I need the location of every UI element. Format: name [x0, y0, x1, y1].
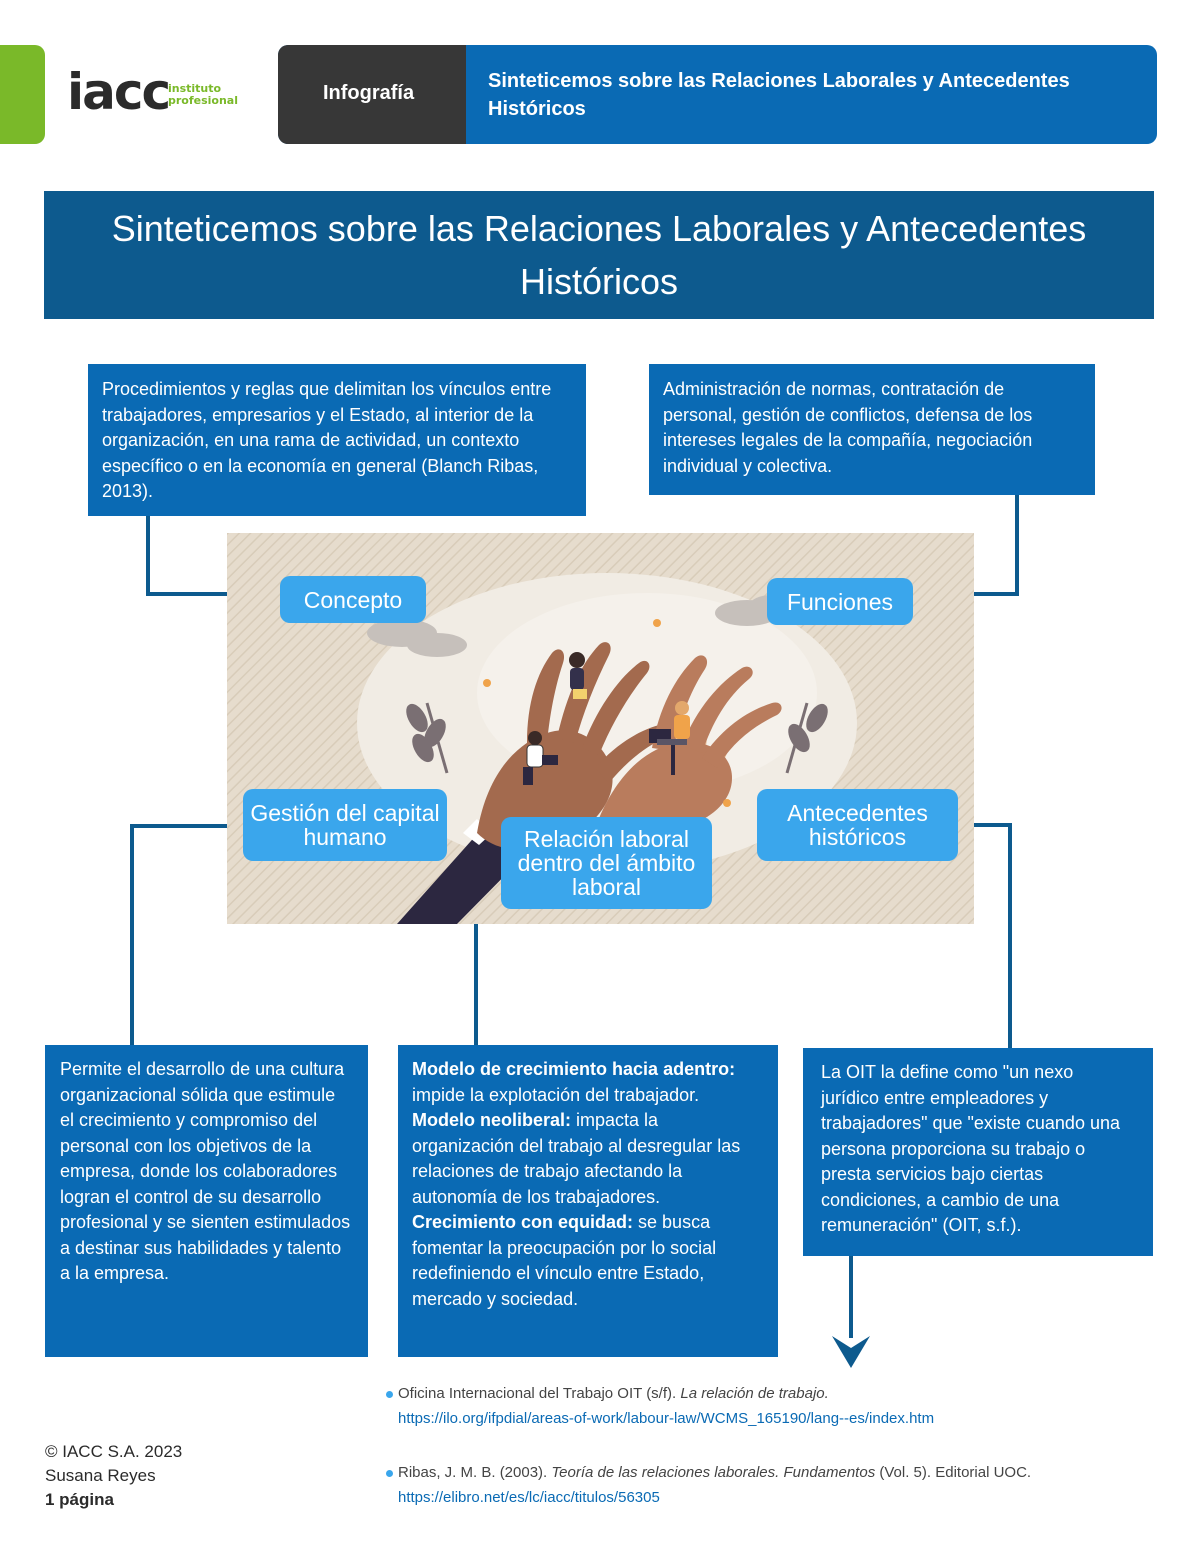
- page-title: Sinteticemos sobre las Relaciones Labora…: [44, 191, 1154, 319]
- arrow-down-icon: [832, 1336, 870, 1368]
- model-title-1: Modelo de crecimiento hacia adentro:: [412, 1059, 736, 1079]
- brand-accent-tab: [0, 45, 45, 144]
- relacion-description: Modelo de crecimiento hacia adentro: imp…: [398, 1045, 778, 1357]
- category-tab: [278, 45, 466, 144]
- label-concepto: Concepto: [280, 576, 426, 623]
- model-title-2: Modelo neoliberal:: [412, 1110, 572, 1130]
- label-funciones: Funciones: [767, 578, 913, 625]
- arrow-stem: [849, 1256, 853, 1338]
- header-banner: Infografía Sinteticemos sobre las Relaci…: [278, 45, 1157, 144]
- model-title-3: Crecimiento con equidad:: [412, 1212, 634, 1232]
- connector-gestion: [130, 824, 245, 828]
- label-relacion-laboral: Relación laboral dentro del ámbito labor…: [501, 817, 712, 909]
- gestion-description: Permite el desarrollo de una cultura org…: [45, 1045, 368, 1357]
- reference-link-2[interactable]: https://elibro.net/es/lc/iacc/titulos/56…: [398, 1489, 660, 1506]
- label-antecedentes-historicos: Antecedentes históricos: [757, 789, 958, 861]
- label-gestion-capital-humano: Gestión del capital humano: [243, 789, 447, 861]
- header-title: Sinteticemos sobre las Relaciones Labora…: [488, 70, 1070, 120]
- bullet-icon: [386, 1390, 393, 1398]
- concepto-description: Procedimientos y reglas que delimitan lo…: [88, 364, 586, 516]
- category-label: Infografía: [323, 82, 415, 104]
- reference-link-1[interactable]: https://ilo.org/ifpdial/areas-of-work/la…: [398, 1410, 935, 1427]
- reference-1: Oficina Internacional del Trabajo OIT (s…: [386, 1381, 934, 1431]
- funciones-description: Administración de normas, contratación d…: [649, 364, 1095, 495]
- antecedentes-description: La OIT la define como "un nexo jurídico …: [803, 1048, 1153, 1256]
- connector-concepto: [146, 516, 150, 596]
- author: Susana Reyes: [45, 1466, 156, 1485]
- connector-funciones: [1015, 495, 1019, 596]
- bullet-icon: [386, 1469, 393, 1477]
- connector-antecedentes: [956, 823, 1012, 827]
- page-count: 1 página: [45, 1490, 114, 1509]
- reference-2: Ribas, J. M. B. (2003). Teoría de las re…: [386, 1460, 1031, 1510]
- copyright: © IACC S.A. 2023: [45, 1442, 183, 1461]
- footer-credits: © IACC S.A. 2023 Susana Reyes 1 página: [45, 1440, 182, 1512]
